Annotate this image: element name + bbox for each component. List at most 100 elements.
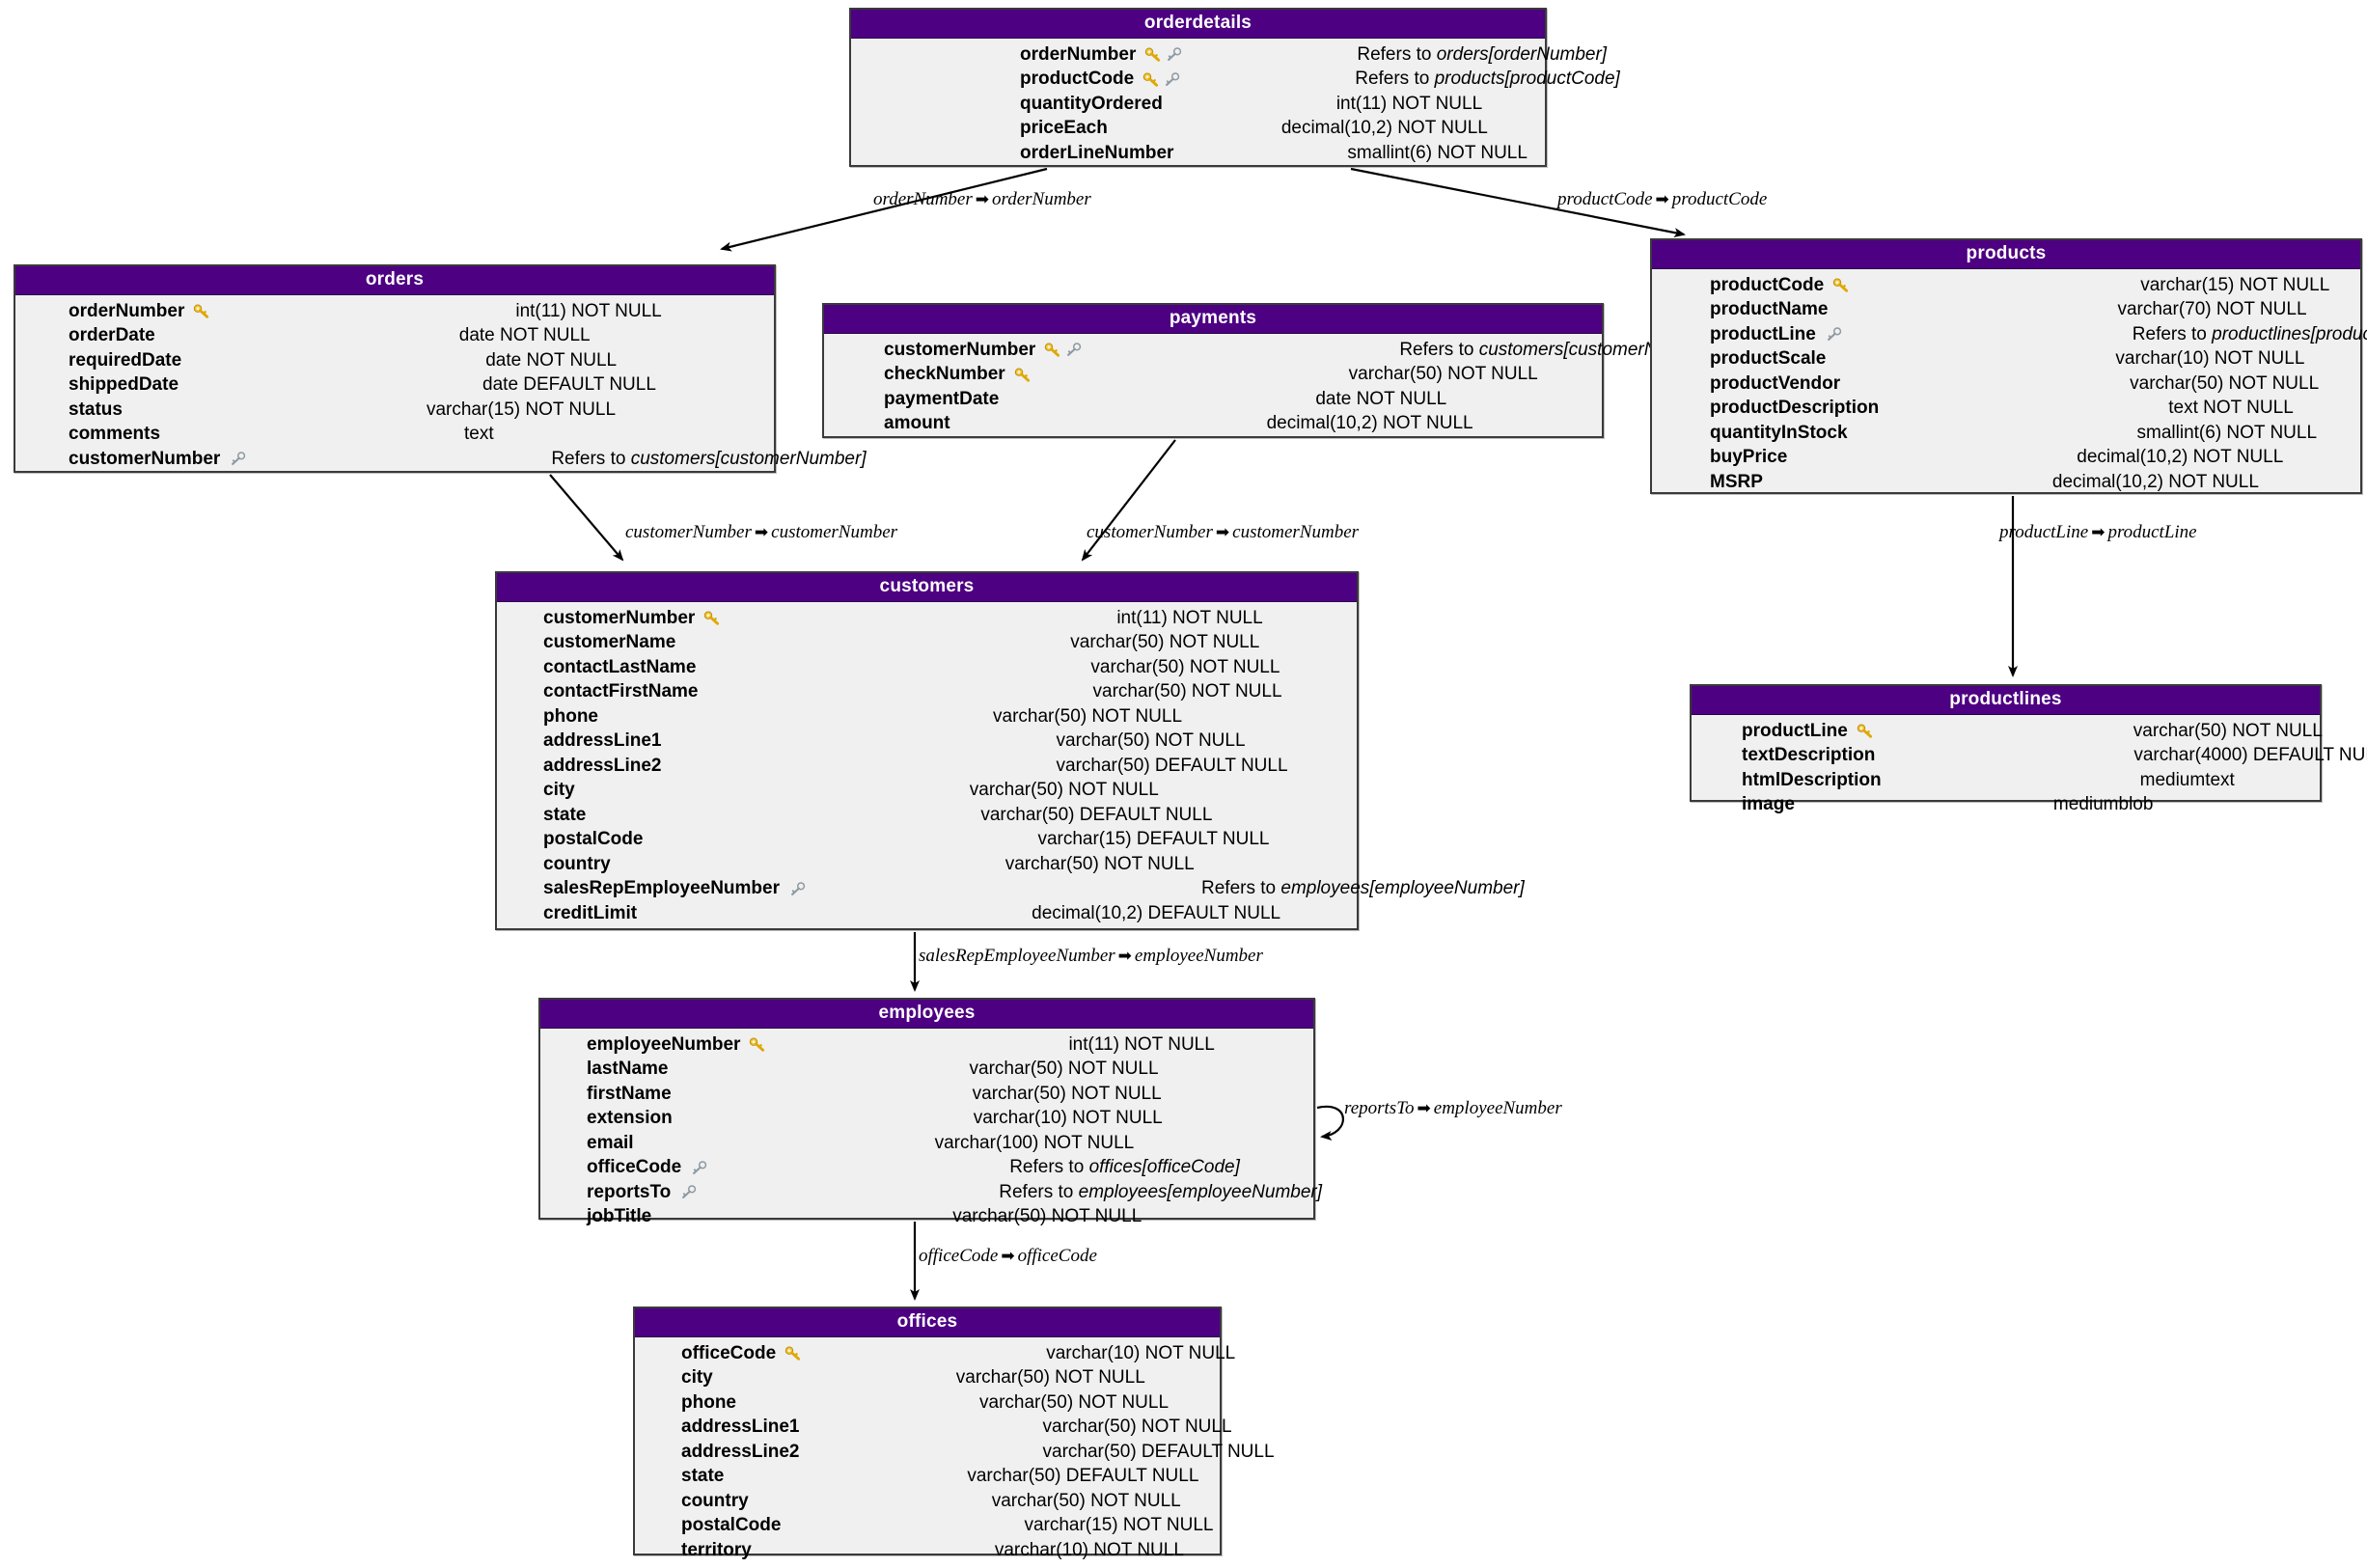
column-type-text: Refers to	[1355, 69, 1435, 90]
gold-key-icon	[1045, 343, 1060, 357]
key-icons	[788, 881, 807, 896]
column-name-text: phone	[543, 705, 598, 727]
column-type-text: varchar(50) NOT NULL	[1092, 681, 1282, 702]
column-name: htmlDescription	[1742, 768, 1882, 793]
column-type: varchar(50) NOT NULL	[1043, 1415, 1232, 1440]
column-type-text: varchar(15) NOT NULL	[2140, 274, 2330, 295]
column-name-text: officeCode	[681, 1342, 777, 1363]
column-type-text: date NOT NULL	[485, 349, 618, 371]
column-name-text: orderLineNumber	[1020, 142, 1174, 163]
edge-label-rel-employees-offices: officeCode➡officeCode	[919, 1246, 1097, 1267]
column-name: officeCode	[587, 1155, 708, 1180]
column-type-text: varchar(50) DEFAULT NULL	[1056, 755, 1288, 776]
column-name-text: reportsTo	[587, 1181, 672, 1202]
column-name-text: lastName	[587, 1059, 669, 1080]
column-type: varchar(50) NOT NULL	[1005, 852, 1195, 877]
column-type-text: smallint(6) NOT NULL	[2136, 422, 2318, 443]
column-type-text: varchar(15) DEFAULT NULL	[1037, 829, 1270, 850]
column-type: Refers to productlines[productLine]	[2133, 322, 2367, 347]
column-name: addressLine2	[543, 754, 662, 779]
relation-arrow-icon: ➡	[754, 523, 769, 542]
column-name: paymentDate	[884, 387, 999, 412]
column-row[interactable]: requiredDate date NOT NULL	[15, 348, 774, 373]
column-name: jobTitle	[587, 1204, 651, 1229]
key-icons	[784, 1346, 803, 1361]
column-type-text: varchar(50) DEFAULT NULL	[1042, 1441, 1275, 1462]
column-name-text: requiredDate	[69, 349, 182, 371]
column-name-text: productName	[1710, 299, 1829, 320]
column-row[interactable]: addressLine2 varchar(50) DEFAULT NULL	[497, 754, 1357, 779]
column-type: int(11) NOT NULL	[1068, 1032, 1214, 1058]
column-name-text: shippedDate	[69, 374, 179, 396]
column-reference: offices[officeCode]	[1088, 1157, 1240, 1178]
column-type-text: int(11) NOT NULL	[1335, 93, 1483, 114]
